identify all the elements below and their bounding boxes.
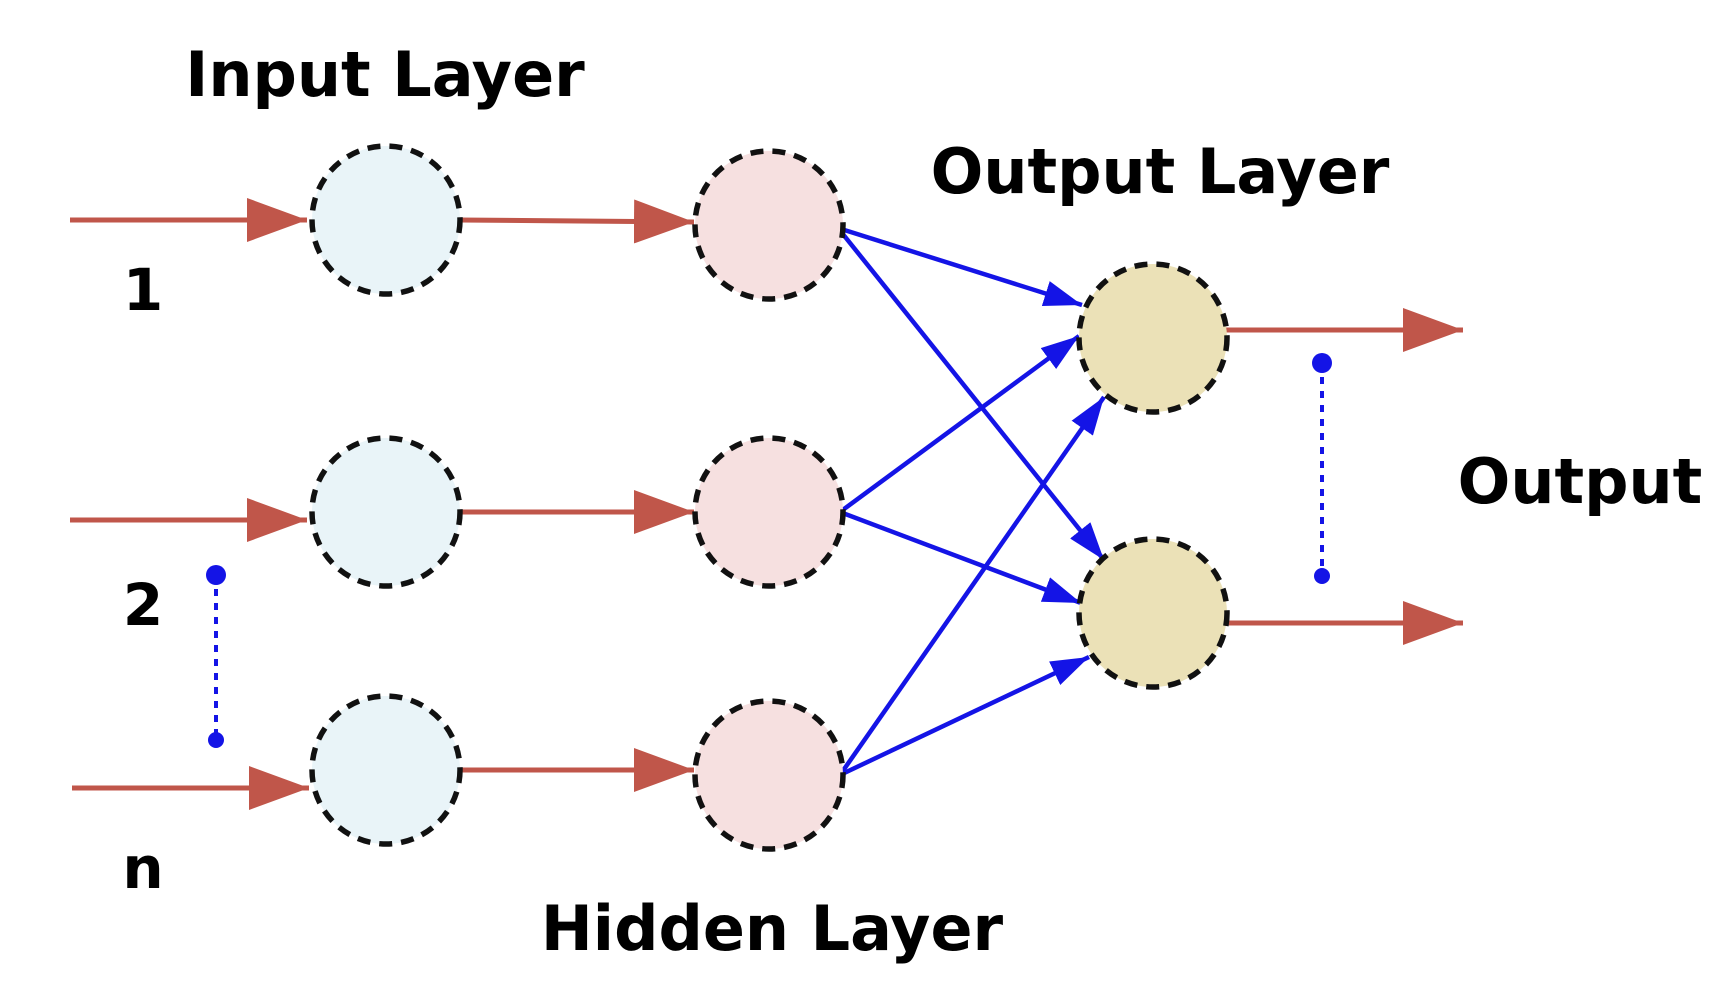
connection-h2-o1 [838, 334, 1081, 514]
connection-h1-o2 [836, 226, 1106, 562]
input-index-n: n [122, 834, 163, 902]
output-node-1 [1076, 261, 1230, 415]
output-label: Output [1458, 445, 1703, 518]
connection-h3-o2 [839, 654, 1090, 778]
input-layer-label: Input Layer [185, 38, 585, 111]
hidden-node-3 [692, 698, 846, 852]
connection-h3-o1 [838, 395, 1106, 777]
connection-h1-o1 [837, 225, 1083, 308]
input-node-1 [309, 143, 463, 297]
input-to-hidden-arrow-1 [458, 199, 695, 244]
hidden-to-output-connections [836, 225, 1106, 778]
output-layer-label: Output Layer [931, 135, 1390, 208]
output-ellipsis-marker [1312, 353, 1332, 584]
connection-h2-o2 [839, 509, 1082, 606]
input-ellipsis-marker [206, 565, 226, 748]
input-index-2: 2 [123, 571, 163, 639]
input-index-1: 1 [123, 256, 163, 324]
hidden-node-1 [692, 148, 846, 302]
hidden-node-2 [692, 435, 846, 589]
input-node-2 [309, 435, 463, 589]
output-node-2 [1076, 536, 1230, 690]
hidden-layer-label: Hidden Layer [541, 892, 1004, 965]
input-node-n [309, 693, 463, 847]
